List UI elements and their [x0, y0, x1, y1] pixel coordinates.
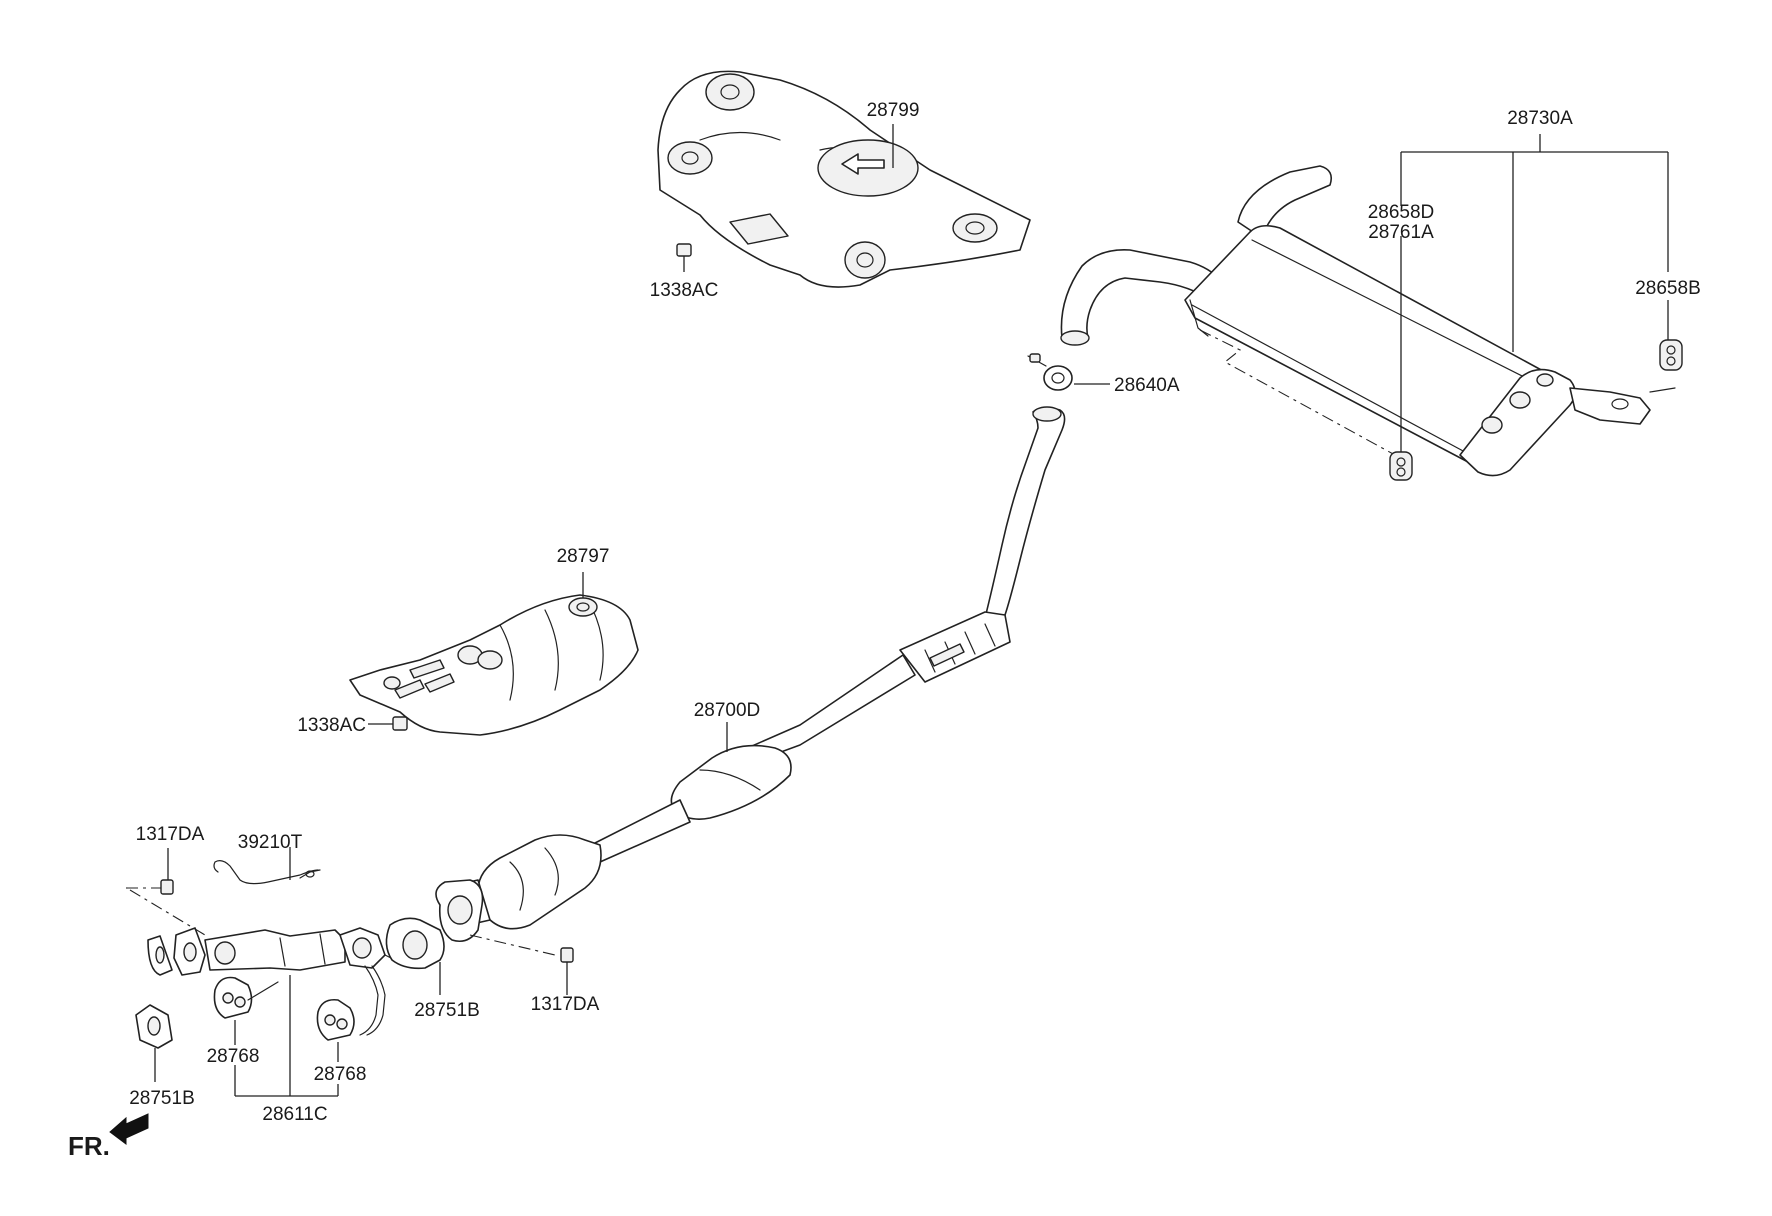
hanger-rubber-28768-left — [213, 976, 253, 1045]
front-direction-arrow — [109, 1113, 149, 1145]
front-pipe-leader — [234, 975, 339, 1097]
label-nut-top: 1338AC — [650, 280, 719, 301]
bolt-mid — [469, 934, 574, 995]
label-bracket: 39210T — [238, 832, 303, 853]
nut-top — [676, 243, 692, 272]
hanger-rubber-left — [1389, 451, 1413, 481]
label-gasket-mid: 28751B — [414, 1000, 480, 1021]
muffler-assembly — [1060, 165, 1676, 477]
bolt-left — [126, 848, 206, 936]
label-hanger-right: 28658B — [1635, 278, 1701, 299]
muffler-leaders — [1400, 134, 1669, 452]
label-hanger-mid: 28768 — [314, 1064, 367, 1085]
gasket-left-pair — [147, 935, 173, 976]
hanger-rubber-right — [1659, 339, 1683, 371]
label-heat-protector-rear: 28799 — [867, 100, 920, 121]
label-center-pipe: 28700D — [694, 700, 761, 721]
center-pipe — [594, 406, 1066, 863]
label-gasket-left: 28751B — [129, 1088, 195, 1109]
label-muffler-assembly: 28730A — [1507, 108, 1573, 129]
label-hanger-pair-lower: 28761A — [1368, 222, 1434, 243]
catalytic-converter — [435, 834, 602, 943]
nut-mid — [368, 716, 408, 731]
label-nut-mid: 1338AC — [297, 715, 366, 736]
clamp — [1027, 353, 1110, 391]
gasket-mid — [385, 917, 445, 995]
heat-protector-rear — [657, 70, 1031, 288]
heat-protector-front — [349, 572, 639, 736]
label-clamp: 28640A — [1114, 375, 1180, 396]
label-hanger-pair-upper: 28658D — [1368, 202, 1435, 223]
front-marker: FR. — [68, 1131, 110, 1161]
hanger-rubber-28768-right — [316, 998, 355, 1062]
label-hanger-left: 28768 — [207, 1046, 260, 1067]
gasket-bottom — [135, 1004, 173, 1082]
label-front-pipe: 28611C — [262, 1104, 327, 1125]
label-heat-protector-front: 28797 — [557, 546, 610, 567]
bracket — [213, 847, 321, 885]
front-pipe — [173, 927, 396, 1036]
label-bolt-mid: 1317DA — [531, 994, 600, 1015]
label-bolt-left: 1317DA — [136, 824, 205, 845]
